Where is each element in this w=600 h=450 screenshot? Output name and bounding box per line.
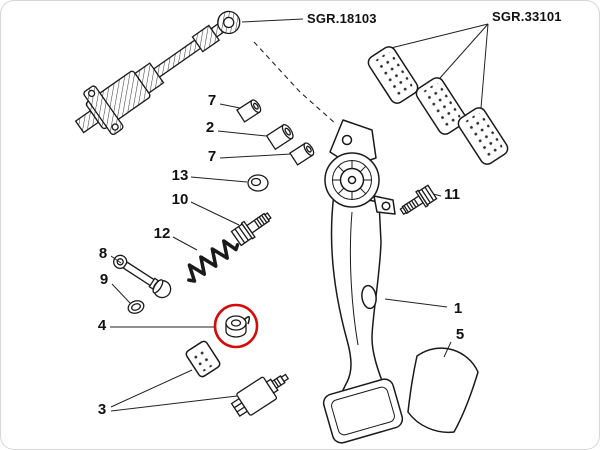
pivot-bolt xyxy=(230,212,272,247)
ref-label-sgr-18103: SGR.18103 xyxy=(307,11,377,26)
bushing-upper xyxy=(236,99,262,123)
spring xyxy=(187,239,240,283)
mounting-bolt xyxy=(399,184,438,216)
leader-7b xyxy=(219,153,292,159)
ring xyxy=(127,300,145,314)
leader-10 xyxy=(190,201,240,226)
spacer-bushing xyxy=(265,124,294,151)
retainer-clip xyxy=(225,315,251,338)
leader-12 xyxy=(172,236,198,251)
part-label-3: 3 xyxy=(98,401,106,418)
pedal-arm xyxy=(322,119,404,444)
pedal-arm-rib xyxy=(349,211,359,346)
part-label-7-lower: 7 xyxy=(208,148,216,165)
mounting-flange xyxy=(83,85,124,136)
pedal-rubber xyxy=(407,347,479,434)
clevis-eye-hole xyxy=(223,16,235,29)
part-label-7-upper: 7 xyxy=(208,92,216,109)
pivot-center-hole xyxy=(347,175,357,185)
cylinder-snout xyxy=(74,109,100,134)
washer xyxy=(247,174,269,192)
leader-2 xyxy=(217,130,267,137)
pivot-ribs xyxy=(332,160,372,200)
pedal-pads-group xyxy=(367,23,509,165)
flange-hole xyxy=(87,89,96,98)
leader-lines xyxy=(110,18,452,412)
pedal-pad xyxy=(457,107,509,165)
leader-8 xyxy=(110,255,122,264)
pedal-foot-plate xyxy=(322,378,404,444)
part-label-2: 2 xyxy=(206,119,214,136)
leader-9 xyxy=(111,283,131,304)
leader-line-pads-1 xyxy=(390,23,489,49)
leader-3a xyxy=(110,369,193,408)
pedal-pad xyxy=(415,77,467,135)
bushing-lower xyxy=(289,142,315,166)
pedal-arm-hole xyxy=(361,284,377,310)
push-rod xyxy=(151,39,202,80)
bracket-hole xyxy=(341,134,353,146)
leader-1 xyxy=(384,298,448,308)
part-label-8: 8 xyxy=(99,245,107,262)
switch xyxy=(230,373,290,417)
part-label-11: 11 xyxy=(444,186,460,203)
flange-hole xyxy=(111,123,119,131)
clevis-pin xyxy=(113,254,172,299)
dashed-connection-line xyxy=(253,41,337,125)
part-label-9: 9 xyxy=(100,271,108,288)
leader-7a xyxy=(219,103,241,109)
part-label-12: 12 xyxy=(154,225,171,242)
master-cylinder-assembly xyxy=(74,10,241,136)
leader-5 xyxy=(443,341,452,358)
leader-line-pads-2 xyxy=(439,23,489,79)
ref-label-sgr-33101: SGR.33101 xyxy=(492,9,562,24)
part-label-10: 10 xyxy=(172,191,189,208)
leader-3b xyxy=(110,395,238,412)
leader-ref-18103 xyxy=(241,18,304,23)
ear-hole xyxy=(381,201,391,211)
leader-line-pads-3 xyxy=(480,23,489,109)
part-label-4: 4 xyxy=(98,317,107,334)
rubber-stop-pad xyxy=(185,340,221,378)
part-label-1: 1 xyxy=(454,300,462,317)
pedal-pad xyxy=(367,46,419,104)
part-label-13: 13 xyxy=(172,167,189,184)
leader-13 xyxy=(190,176,248,183)
part-label-5: 5 xyxy=(456,326,464,343)
highlight-circle xyxy=(213,303,259,349)
leader-11 xyxy=(432,193,442,197)
